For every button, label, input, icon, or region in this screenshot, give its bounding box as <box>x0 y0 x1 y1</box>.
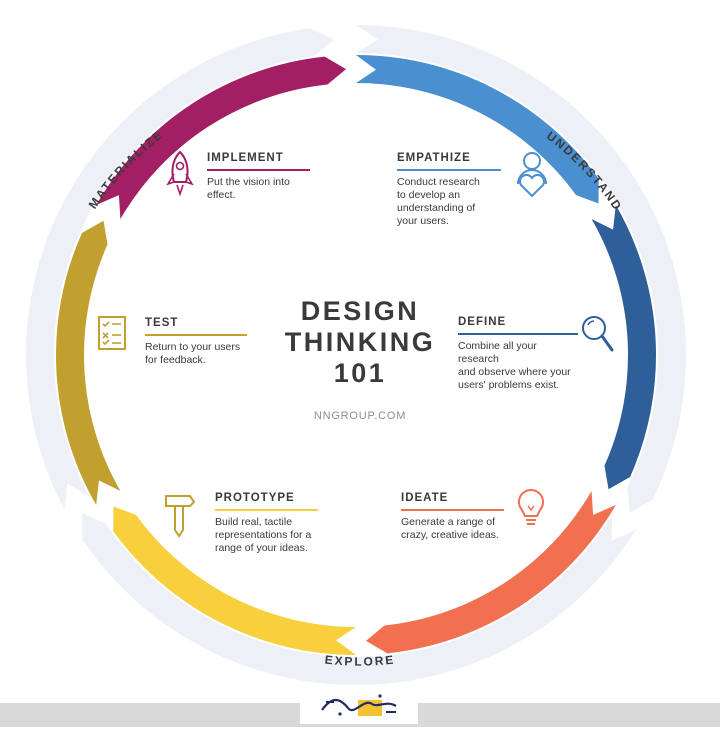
stage-desc-empathize: Conduct research to develop an understan… <box>397 176 501 228</box>
ring-segment-test <box>55 220 121 505</box>
logo-tab <box>300 688 418 724</box>
desc-line: for feedback. <box>145 354 206 366</box>
stage-desc-implement: Put the vision into effect. <box>207 176 310 202</box>
ring-segment-ideate <box>365 491 616 654</box>
stage-test: TEST Return to your users for feedback. <box>145 317 247 367</box>
stage-empathize: EMPATHIZE Conduct research to develop an… <box>397 152 501 228</box>
desc-line: Return to your users <box>145 341 241 353</box>
stage-desc-prototype: Build real, tactile representations for … <box>215 516 318 555</box>
stage-title-empathize: EMPATHIZE <box>397 152 501 171</box>
stage-desc-define: Combine all your research and observe wh… <box>458 340 578 392</box>
stage-title-define: DEFINE <box>458 316 578 335</box>
desc-line: Build real, tactile <box>215 516 293 528</box>
stage-desc-test: Return to your users for feedback. <box>145 341 247 367</box>
outer-segment-explore <box>82 513 636 685</box>
stage-implement: IMPLEMENT Put the vision into effect. <box>207 152 310 202</box>
stage-title-prototype: PROTOTYPE <box>215 492 318 511</box>
inner-stage-ring <box>55 55 656 655</box>
phase-label-explore: EXPLORE <box>324 653 396 669</box>
magnifier-icon <box>582 316 614 352</box>
stage-ideate: IDEATE Generate a range of crazy, creati… <box>401 492 504 542</box>
desc-line: Put the vision into effect. <box>207 176 290 201</box>
ring-segment-implement <box>96 56 347 219</box>
stage-title-test: TEST <box>145 317 247 336</box>
logo-icon <box>321 694 397 716</box>
hammer-icon <box>165 495 196 538</box>
stage-desc-ideate: Generate a range of crazy, creative idea… <box>401 516 504 542</box>
desc-line: Conduct research <box>397 176 480 188</box>
stage-title-ideate: IDEATE <box>401 492 504 511</box>
desc-line: understanding of <box>397 202 476 214</box>
title-line-2: THINKING <box>284 327 436 357</box>
outer-segment-materialize <box>25 28 334 510</box>
diagram-subtitle: NNGROUP.COM <box>313 410 407 422</box>
desc-line: Combine all your research <box>458 340 537 365</box>
ring-segment-prototype <box>113 506 357 655</box>
ring-segment-empathize <box>356 55 599 204</box>
lightbulb-icon <box>517 488 545 525</box>
rocket-icon <box>166 150 194 197</box>
desc-line: crazy, creative ideas. <box>401 529 499 541</box>
heart-person-icon <box>517 152 547 198</box>
title-line-1: DESIGN <box>300 296 420 326</box>
outer-segment-understand <box>356 25 686 513</box>
checklist-icon <box>98 316 126 350</box>
desc-line: to develop an <box>397 189 461 201</box>
stage-title-implement: IMPLEMENT <box>207 152 310 171</box>
desc-line: range of your ideas. <box>215 542 308 554</box>
stage-define: DEFINE Combine all your research and obs… <box>458 316 578 392</box>
desc-line: users' problems exist. <box>458 379 560 391</box>
desc-line: and observe where your <box>458 366 571 378</box>
desc-line: representations for a <box>215 529 312 541</box>
title-line-3: 101 <box>333 358 387 388</box>
desc-line: Generate a range of <box>401 516 495 528</box>
outer-phase-ring <box>25 25 686 685</box>
diagram-title: DESIGN THINKING 101 <box>250 296 470 389</box>
stage-prototype: PROTOTYPE Build real, tactile representa… <box>215 492 318 555</box>
ring-segment-define <box>591 205 656 490</box>
desc-line: your users. <box>397 215 449 227</box>
